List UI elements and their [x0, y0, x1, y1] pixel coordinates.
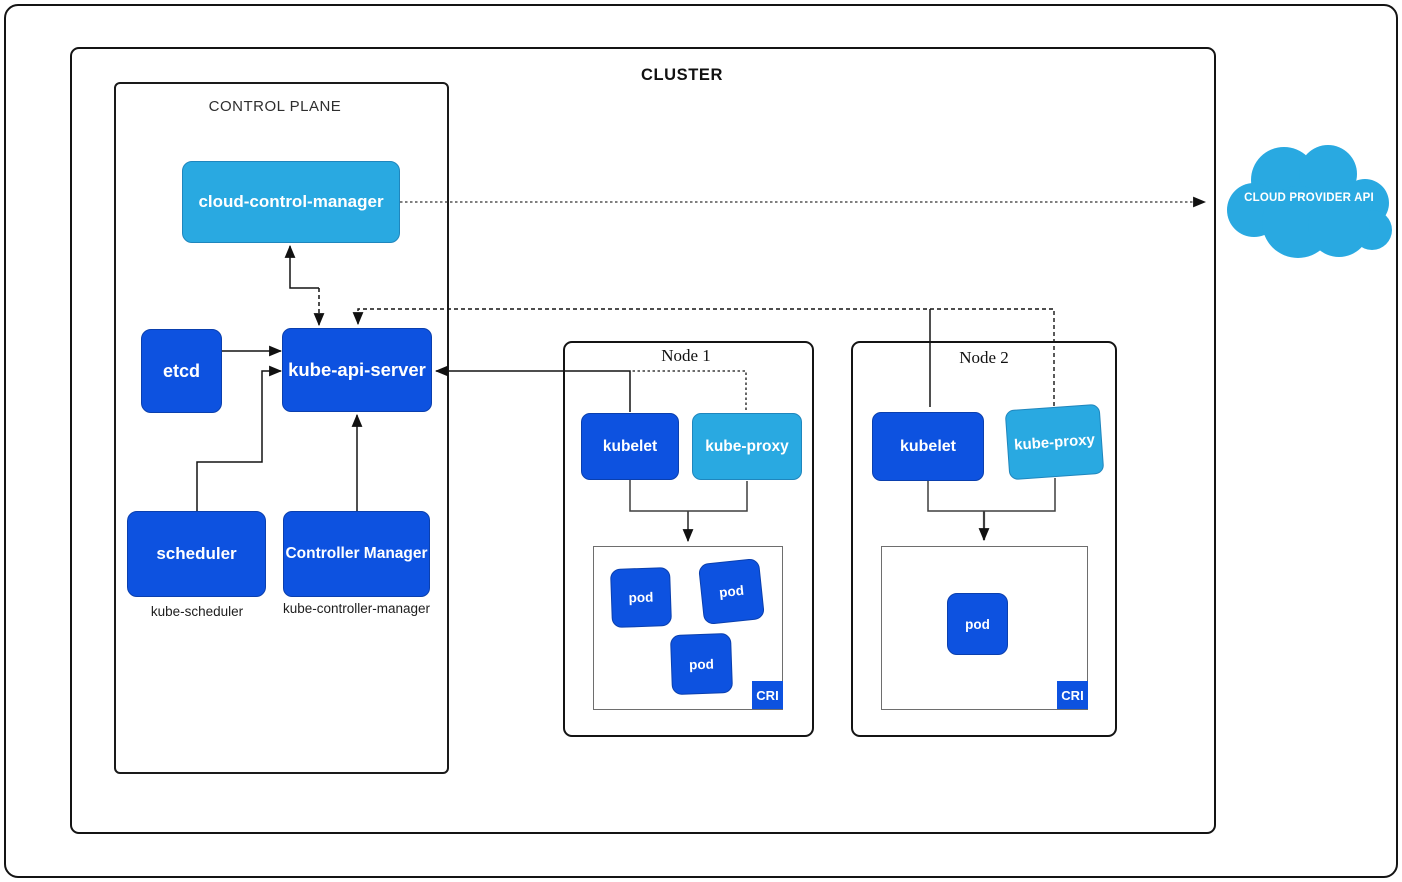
node1-pod-1: pod — [609, 566, 673, 629]
page-border — [4, 4, 1398, 878]
node2-title: Node 2 — [959, 348, 1009, 367]
node2-kubelet-box: kubelet — [872, 412, 984, 481]
node1-kubelet-box: kubelet — [581, 413, 679, 480]
cluster-box — [70, 47, 1216, 834]
node2-cri-badge: CRI — [1057, 681, 1088, 709]
node2-pod-1: pod — [947, 593, 1008, 655]
node1-cri-badge: CRI — [752, 681, 783, 709]
control-plane-box — [114, 82, 449, 774]
kube-scheduler-caption: kube-scheduler — [150, 604, 244, 619]
node1-kube-proxy-box: kube-proxy — [692, 413, 802, 480]
etcd-box: etcd — [141, 329, 222, 413]
cloud-shape — [1227, 145, 1392, 258]
cloud-provider-api-label: CLOUD PROVIDER API — [1244, 192, 1374, 204]
node1-pod-3: pod — [669, 632, 734, 696]
kube-controller-manager-caption: kube-controller-manager — [282, 601, 431, 616]
node2-kube-proxy-box: kube-proxy — [1004, 403, 1105, 481]
cloud-control-manager-box: cloud-control-manager — [182, 161, 400, 243]
scheduler-box: scheduler — [127, 511, 266, 597]
cluster-title: CLUSTER — [640, 66, 724, 84]
cloud-provider-api: CLOUD PROVIDER API — [1222, 140, 1396, 266]
kube-api-server-box: kube-api-server — [282, 328, 432, 412]
node1-title: Node 1 — [661, 346, 711, 365]
node1-pod-2: pod — [697, 557, 766, 626]
controller-manager-box: Controller Manager — [283, 511, 430, 597]
control-plane-title: CONTROL PLANE — [208, 98, 342, 115]
